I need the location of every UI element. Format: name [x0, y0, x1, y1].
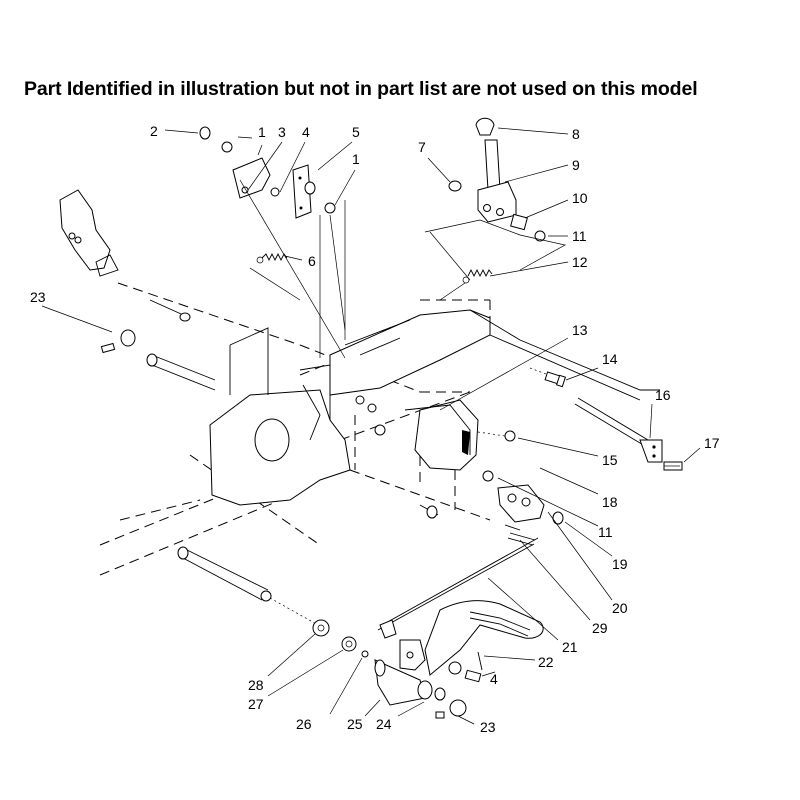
spring-6	[249, 252, 301, 301]
callout-4: 4	[302, 124, 310, 140]
callout-17: 17	[704, 435, 720, 451]
callout-10: 10	[572, 190, 588, 206]
fitting-23-upper	[100, 329, 136, 354]
control-lever-assembly	[424, 117, 566, 281]
lower-hub-parts	[312, 619, 483, 719]
main-frame-plate	[209, 327, 386, 506]
callout-11-second: 11	[598, 524, 613, 540]
callout-26: 26	[296, 716, 312, 732]
leader-lines	[41, 127, 701, 725]
callout-25: 25	[347, 716, 363, 732]
callout-1: 1	[258, 124, 266, 140]
callout-15: 15	[602, 452, 618, 468]
cross-shaft-upper	[146, 299, 216, 391]
diagram-note: Part Identified in illustration but not …	[24, 78, 698, 100]
callout-labels: 2 1 3 4 5 1 6 7 8 9 10 11 12 23 13 14 16…	[30, 123, 720, 735]
callout-24: 24	[376, 716, 392, 732]
callout-12: 12	[572, 254, 588, 270]
pivot-block	[482, 470, 564, 546]
callout-6: 6	[308, 253, 316, 269]
spring-12	[439, 268, 493, 301]
callout-11: 11	[572, 228, 587, 244]
callout-20: 20	[612, 600, 628, 616]
idler-lever-assembly	[404, 399, 516, 471]
pedal-linkage	[377, 537, 544, 676]
callout-22: 22	[538, 654, 554, 670]
bolt-14	[529, 367, 567, 388]
callout-7: 7	[418, 139, 426, 155]
callout-23: 23	[30, 289, 46, 305]
callout-5: 5	[352, 124, 360, 140]
left-pedal-bracket	[59, 189, 119, 277]
callout-13: 13	[572, 322, 588, 338]
brake-rod	[574, 397, 683, 471]
callout-23-second: 23	[480, 719, 496, 735]
callout-14: 14	[602, 351, 618, 367]
callout-4-second: 4	[490, 671, 498, 687]
callout-27: 27	[248, 696, 264, 712]
callout-9: 9	[572, 157, 580, 173]
callout-16: 16	[655, 387, 671, 403]
callout-1-second: 1	[352, 151, 360, 167]
callout-8: 8	[572, 126, 580, 142]
callout-29: 29	[592, 620, 608, 636]
callout-28: 28	[248, 677, 264, 693]
callout-19: 19	[612, 556, 628, 572]
lower-cross-shaft	[177, 504, 439, 626]
upper-pivot-parts	[199, 126, 346, 359]
callout-18: 18	[602, 494, 618, 510]
callout-21: 21	[562, 639, 578, 655]
callout-3: 3	[278, 124, 286, 140]
callout-2: 2	[150, 123, 158, 139]
upper-right-frame	[329, 309, 660, 401]
